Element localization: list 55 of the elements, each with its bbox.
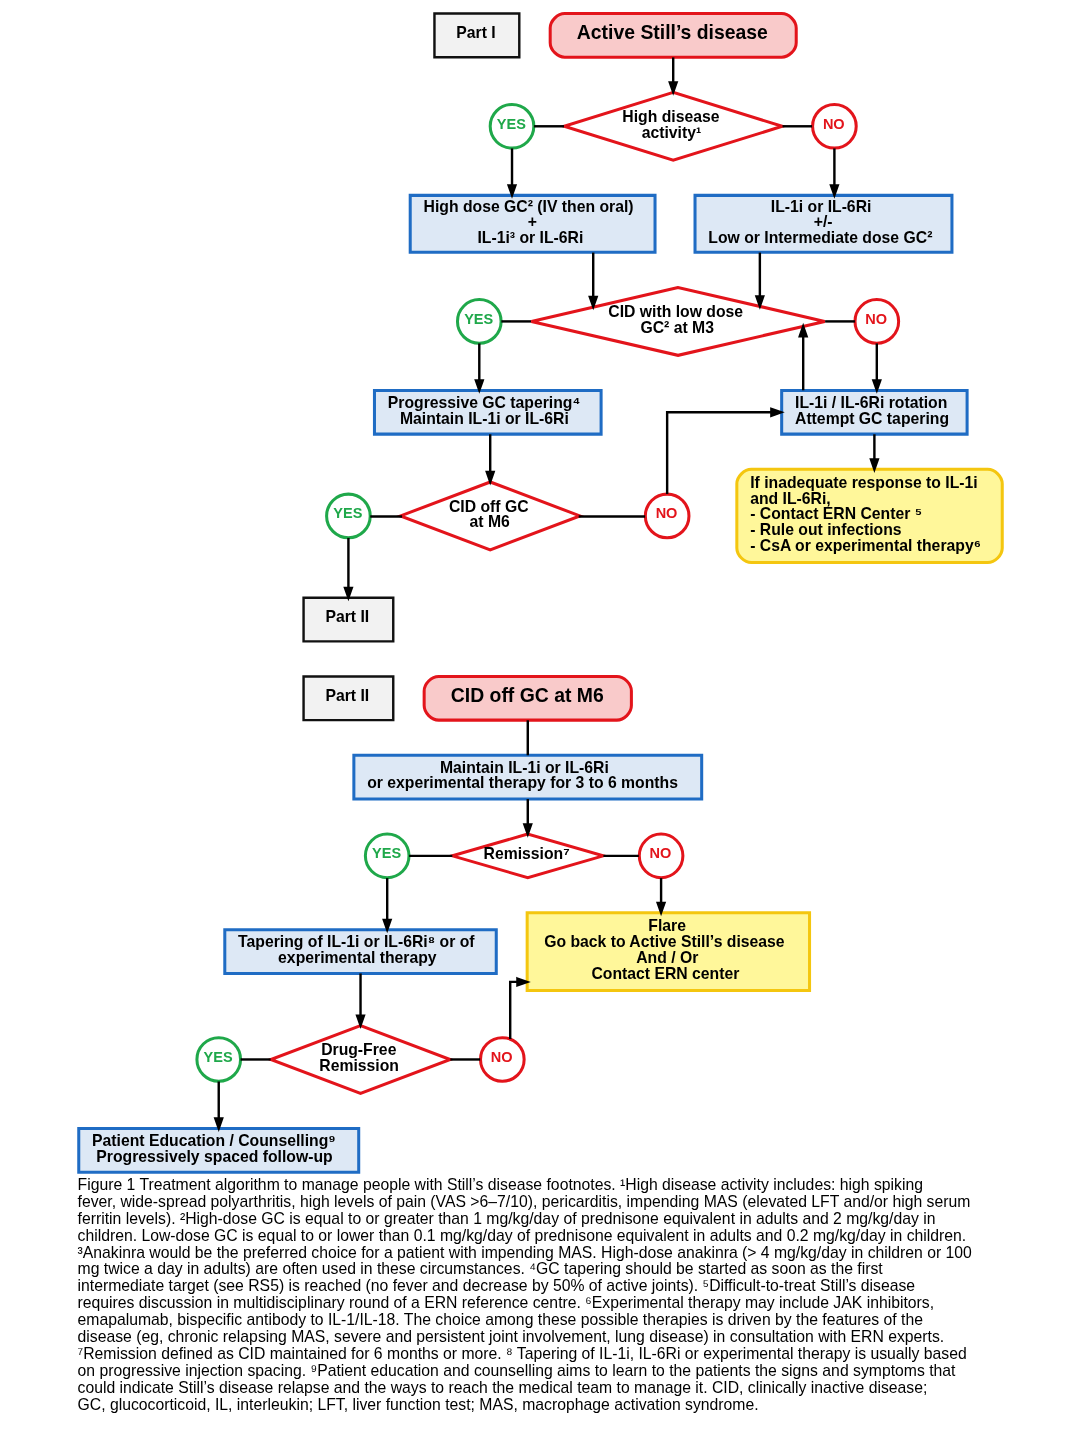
node-box: If inadequate response to IL-1i and IL-6Ri, - Contact ERN Center ⁵ - Rule out infections - CsA or experimental therapy⁶ [734,467,1004,565]
arrow [828,148,839,199]
node-box: Part I [432,12,520,59]
arrow [655,878,666,917]
connector [449,1058,480,1061]
node-box: Part II [301,596,394,643]
node-box: Maintain IL-1i or IL-6Ri or experimental therapy for 3 to 6 months [351,753,703,801]
node-box: Flare Go back to Active Still’s disease And / Or Contact ERN center [525,911,811,992]
node-box: High dose GC² (IV then oral) + IL-1i³ or IL-6Ri [408,193,657,254]
arrow [342,537,353,602]
node-circle: YES [455,298,503,345]
node-circle: NO [478,1036,526,1083]
connector [526,720,529,756]
node-box: Tapering of IL-1i or IL-6Ri⁸ or of experimental therapy [222,928,498,975]
connector [533,125,564,128]
caption: Figure 1 Treatment algorithm to manage people with Still’s disease footnotes. ¹High disease activity includes: high spiking fever, wide-spread polyarthritis, high levels of pain (VAS >6–7/10), pericarditis, impending MAS (elevated LFT and/or high serum ferritin levels). ²High-dose GC is equal to or greater than 1 mg/kg/day of prednisone equivalent in adults and 2 mg/kg/day in children. Low-dose GC is equal to or lower than 0.1 mg/kg/day of prednisone equivalent in adults and 0.2 mg/kg/day in children. ³Anakinra would be the preferred choice for a patient with impending MAS. High-dose anakinra (> 4 mg/kg/day in children or 100 mg twice a day in adults) are often used in these circumstances. ⁴GC tapering should be started as soon as the first intermediate target (see RS5) is reached (no fever and decrease by 50% of active joints). ⁵Difficult-to-treat Still’s disease requires discussion in multidisciplinary round of a ERN reference centre. ⁶Experimental therapy may include JAK inhibitors, emapalumab, bispecific antibody to IL-1/IL-18. The choice among these possible therapies is driven by the features of the disease (eg, chronic relapsing MAS, severe and persistent joint involvement, lung disease) in consultation with ERN experts. ⁷Remission defined as CID maintained for 6 months or more. ⁸ Tapering of IL-1i, IL-6Ri or experimental therapy is usually based on progressive injection spacing. ⁹Patient education and counselling aims to learn to the patients the signs and symptoms that could indicate Still’s disease relapse and the ways to reach the medical team to manage it. CID, clinically inactive disease; GC, glucocorticoid, IL, interleukin; LFT, liver function test; MAS, macrophage activation syndrome. [77,1175,972,1414]
node-diamond: CID with low dose GC² at M3 [529,285,826,357]
connector [240,1058,271,1061]
node-circle: YES [363,832,411,880]
node-circle: YES [488,102,535,150]
arrow [354,973,366,1030]
connector [782,125,812,128]
arrow [506,148,517,199]
arrow [797,322,808,391]
arrow [484,434,495,486]
arrow [473,343,484,394]
connector [824,320,855,323]
node-box: IL-1i or IL-6Ri +/- Low or Intermediate dose GC² [693,193,953,254]
connector [369,515,402,518]
arrow [213,1081,224,1132]
arrow [871,343,882,394]
node-circle: YES [324,492,372,540]
connector [500,320,531,323]
arrow [508,976,531,1040]
connector [602,854,639,858]
node-box: IL-1i / IL-6Ri rotation Attempt GC tapering [779,388,969,436]
arrow [665,407,785,494]
arrow [522,799,533,838]
node-circle: NO [643,492,690,540]
node-circle: NO [637,832,684,880]
node-circle: YES [194,1036,242,1083]
connector [578,515,645,518]
connector [408,854,452,858]
arrow [587,252,598,311]
node-box: Progressive GC tapering⁴ Maintain IL-1i or IL-6Ri [372,388,603,436]
node-circle: NO [853,298,900,345]
node-box: Patient Education / Counselling⁹ Progressively spaced follow-up [76,1127,360,1174]
arrow [381,878,392,934]
node-circle: NO [810,102,858,150]
arrow [667,57,678,96]
node-box: CID off GC at M6 [422,675,633,722]
node-box: Active Still’s disease [548,12,798,59]
arrow [868,434,879,473]
arrow [754,252,765,310]
node-box: Part II [301,675,394,722]
